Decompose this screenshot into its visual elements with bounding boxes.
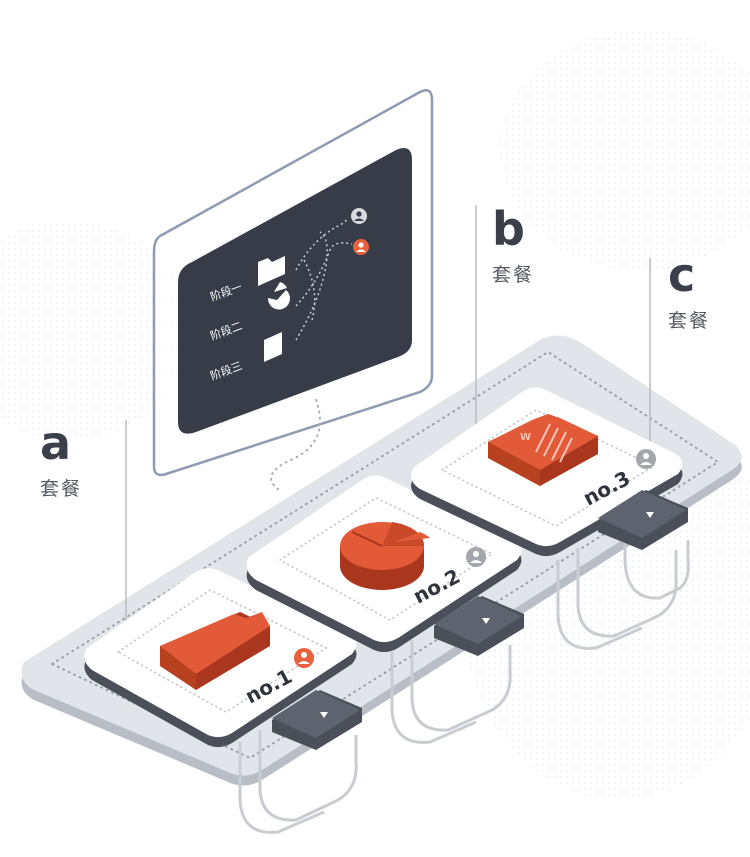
callout-b-letter: b [492,202,525,256]
card-3-badge-icon [636,449,656,469]
presentation-screen [152,89,434,477]
card-3-handle[interactable] [598,490,688,550]
callout-c: c 套餐 [668,252,710,333]
folder-icon [258,256,285,286]
callout-c-letter: c [668,248,696,302]
chevron-down-icon [482,618,490,624]
card-2-handle[interactable] [434,596,524,656]
folder-icon [160,612,270,690]
chevron-down-icon [320,712,328,718]
callout-a-label: 套餐 [40,478,83,500]
screen-avatars [351,208,369,255]
document-icon [264,332,282,362]
chevron-down-icon [646,512,654,518]
callout-b: b 套餐 [492,206,534,287]
screen-doc-icons [258,256,290,362]
screen-connector-lines [295,217,353,341]
callout-a: a 套餐 [40,420,82,501]
pie-chart-icon [267,282,290,310]
card-2-badge-icon [466,547,486,567]
callout-b-label: 套餐 [492,264,535,286]
handle-loops [238,540,690,834]
word-document-icon: W [488,414,598,486]
card-1-badge-icon [294,648,314,668]
callout-a-letter: a [40,416,72,470]
svg-text:W: W [520,432,531,443]
package-card-2[interactable] [246,475,522,653]
card-1-handle[interactable] [272,690,362,750]
pie-chart-icon [340,522,430,590]
package-card-1[interactable] [84,568,357,748]
callout-c-label: 套餐 [668,310,711,332]
